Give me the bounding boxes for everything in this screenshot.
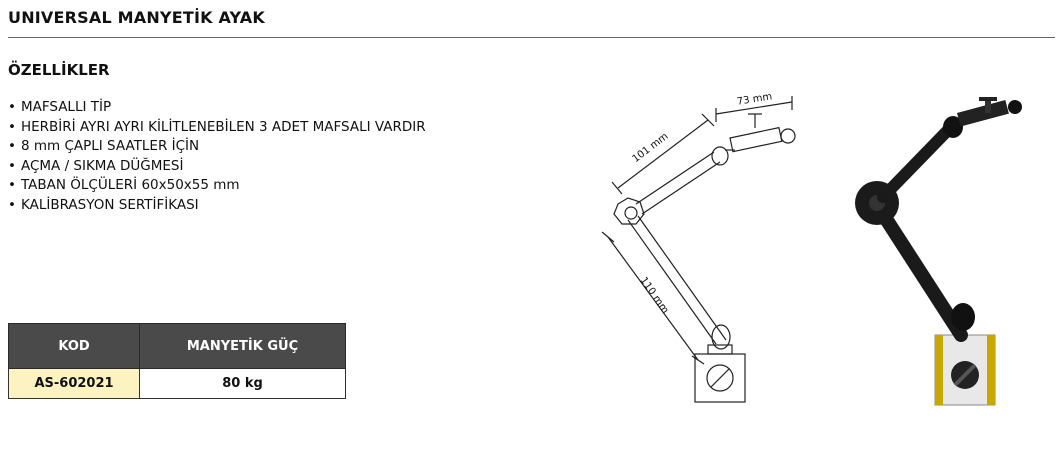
cell-code: AS-602021 <box>8 368 140 399</box>
head-clamp <box>729 126 783 153</box>
feature-item: TABAN ÖLÇÜLERİ 60x50x55 mm <box>8 176 426 196</box>
dimension-drawing: 110 mm 101 mm 73 mm <box>601 92 796 403</box>
page-title: UNIVERSAL MANYETİK AYAK <box>8 8 265 27</box>
upper-arm-rod <box>877 119 959 203</box>
lower-arm <box>627 219 717 345</box>
feature-list: MAFSALLI TİP HERBİRİ AYRI AYRI KİLİTLENE… <box>8 98 426 215</box>
column-header-code: KOD <box>8 323 140 369</box>
upper-arm <box>635 151 715 205</box>
cell-power: 80 kg <box>139 368 346 399</box>
head-block <box>957 100 1009 127</box>
feature-item: AÇMA / SIKMA DÜĞMESİ <box>8 157 426 177</box>
column-header-power: MANYETİK GÜÇ <box>139 323 346 369</box>
switch-knob-outline <box>706 364 734 392</box>
table-row: AS-602021 80 kg <box>8 368 346 399</box>
feature-item: 8 mm ÇAPLI SAATLER İÇİN <box>8 137 426 157</box>
feature-item: HERBİRİ AYRI AYRI KİLİTLENEBİLEN 3 ADET … <box>8 118 426 138</box>
dim-lower-arm-label: 110 mm <box>638 275 671 316</box>
joint-knob-outline <box>613 197 645 225</box>
feature-item: KALİBRASYON SERTİFİKASI <box>8 196 426 216</box>
dim-upper-arm-label: 101 mm <box>631 131 671 165</box>
product-photo <box>855 97 1022 406</box>
table-header-row: KOD MANYETİK GÜÇ <box>8 323 346 369</box>
section-title: ÖZELLİKLER <box>8 61 110 79</box>
spec-table: KOD MANYETİK GÜÇ AS-602021 80 kg <box>8 323 346 399</box>
title-divider <box>8 37 1055 38</box>
lower-arm-rod <box>870 198 968 342</box>
feature-item: MAFSALLI TİP <box>8 98 426 118</box>
